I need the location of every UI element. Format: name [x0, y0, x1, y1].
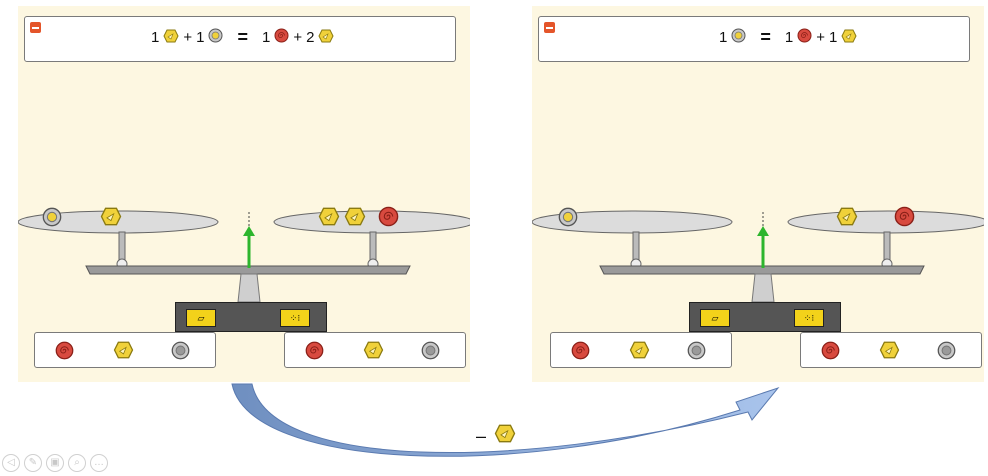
coefficient: 1 — [828, 29, 838, 46]
coefficient: 1 — [196, 29, 205, 46]
zoom-icon[interactable]: ⌕ — [68, 454, 86, 472]
plus-operator: + — [816, 29, 825, 46]
collapse-icon[interactable] — [30, 22, 41, 33]
equation-line: 1 + 1 = 1 + 2 — [149, 27, 336, 48]
eraser-icon[interactable]: ▱ — [186, 309, 216, 327]
slide-toolbar: ◁ ✎ ▣ ⌕ … — [2, 454, 108, 472]
hexagon-token-icon — [494, 424, 516, 448]
hexagon-token-icon[interactable] — [100, 207, 122, 226]
equation-line: 1 = 1 + 1 — [717, 27, 859, 48]
ring-token-icon — [208, 28, 223, 47]
eraser-icon[interactable]: ▱ — [700, 309, 730, 327]
coefficient: 2 — [306, 29, 315, 46]
token-drawer-left — [34, 332, 216, 368]
scale-display: ▱ ⁘⁝ — [689, 302, 841, 332]
equals-sign: = — [760, 27, 771, 47]
equation-display: 1 = 1 + 1 — [538, 16, 970, 62]
ring-token-icon — [731, 28, 746, 47]
hexagon-token-icon[interactable] — [836, 207, 858, 226]
equation-display: 1 + 1 = 1 + 2 — [24, 16, 456, 62]
hexagon-token-icon[interactable] — [318, 207, 340, 226]
coefficient: 1 — [784, 29, 794, 46]
hexagon-token-icon — [163, 29, 179, 47]
spiral-token-icon[interactable] — [894, 206, 915, 227]
hexagon-token-icon[interactable] — [344, 207, 366, 226]
equals-sign: = — [237, 27, 248, 47]
spiral-token-icon[interactable] — [378, 206, 399, 227]
spiral-token-icon[interactable] — [55, 341, 74, 360]
hexagon-token-icon[interactable] — [879, 341, 900, 359]
beam — [85, 265, 411, 275]
ring-token-icon[interactable] — [558, 207, 578, 227]
hexagon-token-icon[interactable] — [113, 341, 134, 359]
slides-icon[interactable]: ▣ — [46, 454, 64, 472]
token-drawer-left — [550, 332, 732, 368]
grouping-icon[interactable]: ⁘⁝ — [280, 309, 310, 327]
spiral-token-icon — [797, 28, 812, 47]
token-drawer-right — [800, 332, 982, 368]
hexagon-token-icon[interactable] — [629, 341, 650, 359]
transition-operation: – — [476, 424, 516, 448]
balance-panel-right: 1 = 1 + 1 ▱ ⁘⁝ — [532, 6, 984, 382]
ring-token-icon[interactable] — [687, 341, 706, 360]
coefficient: 1 — [151, 29, 160, 46]
beam — [599, 265, 925, 275]
plus-operator: + — [293, 29, 303, 46]
balance-scale — [18, 210, 470, 303]
spiral-token-icon[interactable] — [571, 341, 590, 360]
left-pan — [532, 210, 733, 234]
coefficient: 1 — [261, 29, 271, 46]
more-icon[interactable]: … — [90, 454, 108, 472]
spiral-token-icon[interactable] — [821, 341, 840, 360]
grouping-icon[interactable]: ⁘⁝ — [794, 309, 824, 327]
plus-operator: + — [183, 29, 193, 46]
pen-icon[interactable]: ✎ — [24, 454, 42, 472]
hexagon-token-icon — [841, 29, 857, 47]
spiral-token-icon — [274, 28, 289, 47]
scale-display: ▱ ⁘⁝ — [175, 302, 327, 332]
token-drawer-right — [284, 332, 466, 368]
spiral-token-icon[interactable] — [305, 341, 324, 360]
ring-token-icon[interactable] — [937, 341, 956, 360]
ring-token-icon[interactable] — [42, 207, 62, 227]
ring-token-icon[interactable] — [421, 341, 440, 360]
ring-token-icon[interactable] — [171, 341, 190, 360]
hexagon-token-icon[interactable] — [363, 341, 384, 359]
back-icon[interactable]: ◁ — [2, 454, 20, 472]
coefficient: 1 — [719, 29, 728, 46]
minus-operator: – — [476, 425, 487, 446]
hexagon-token-icon — [318, 29, 334, 47]
balance-panel-left: 1 + 1 = 1 + 2 ▱ ⁘⁝ — [18, 6, 470, 382]
collapse-icon[interactable] — [544, 22, 555, 33]
